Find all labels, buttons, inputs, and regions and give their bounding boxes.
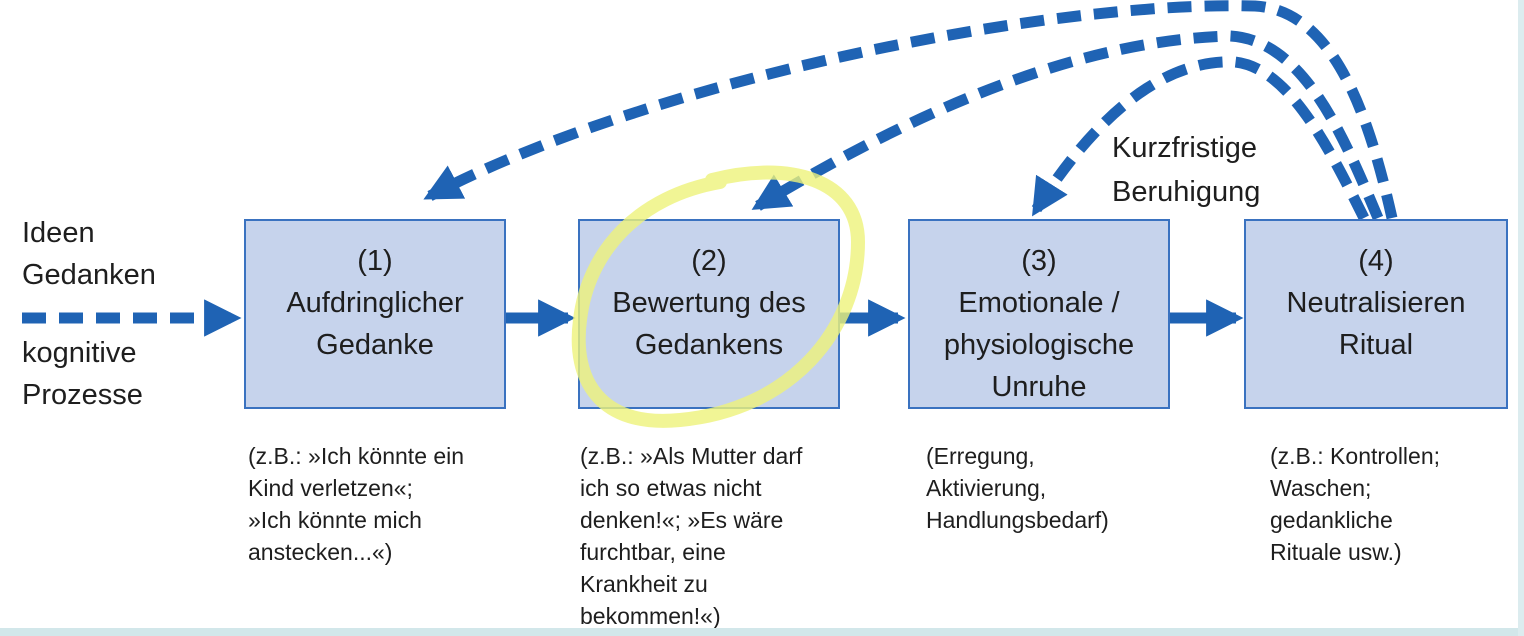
note-line: bekommen!«) bbox=[580, 603, 721, 629]
note-line: »Ich könnte mich bbox=[248, 507, 422, 533]
note-line: Handlungsbedarf) bbox=[926, 507, 1109, 533]
note-line: gedankliche bbox=[1270, 507, 1393, 533]
step-label-line: Gedankens bbox=[634, 329, 784, 361]
note-line: (Erregung, bbox=[926, 443, 1035, 469]
step-box-4: (4) Neutralisieren Ritual bbox=[1244, 219, 1508, 409]
input-label-bottom: kognitive Prozesse bbox=[22, 332, 143, 416]
note-line: Waschen; bbox=[1270, 475, 1372, 501]
feedback-label-line: Kurzfristige bbox=[1112, 132, 1258, 164]
note-line: ich so etwas nicht bbox=[580, 475, 762, 501]
step-box-2: (2) Bewertung des Gedankens bbox=[578, 219, 840, 409]
step-label-line: Unruhe bbox=[991, 371, 1087, 403]
feedback-arrow-to-box3 bbox=[1031, 56, 1369, 221]
feedback-arrow-to-box2 bbox=[751, 30, 1384, 221]
step-label-line: Gedanke bbox=[316, 329, 434, 361]
step-box-3: (3) Emotionale / physiologische Unruhe bbox=[908, 219, 1170, 409]
example-note-2: (z.B.: »Als Mutter darf ich so etwas nic… bbox=[580, 440, 802, 632]
step-number: (2) bbox=[691, 245, 727, 277]
step-label-line: Neutralisieren bbox=[1286, 287, 1466, 319]
feedback-label-line: Beruhigung bbox=[1112, 176, 1261, 208]
example-note-3: (Erregung, Aktivierung, Handlungsbedarf) bbox=[926, 440, 1109, 536]
input-label-line: kognitive bbox=[22, 337, 137, 369]
feedback-arrow-to-box1 bbox=[423, 0, 1398, 220]
step-number: (1) bbox=[357, 245, 393, 277]
bottom-border-strip bbox=[0, 628, 1524, 636]
step-label-line: Emotionale / bbox=[958, 287, 1120, 319]
step-label-line: Ritual bbox=[1338, 329, 1414, 361]
example-note-1: (z.B.: »Ich könnte ein Kind verletzen«; … bbox=[248, 440, 464, 568]
note-line: (z.B.: Kontrollen; bbox=[1270, 443, 1441, 469]
input-label-line: Ideen bbox=[22, 217, 95, 249]
step-number: (3) bbox=[1021, 245, 1057, 277]
note-line: Krankheit zu bbox=[580, 571, 708, 597]
note-line: Aktivierung, bbox=[926, 475, 1047, 501]
note-line: anstecken...«) bbox=[248, 539, 393, 565]
input-label-top: Ideen Gedanken bbox=[22, 212, 156, 296]
step-box-1: (1) Aufdringlicher Gedanke bbox=[244, 219, 506, 409]
note-line: (z.B.: »Ich könnte ein bbox=[248, 443, 465, 469]
example-note-4: (z.B.: Kontrollen; Waschen; gedankliche … bbox=[1270, 440, 1440, 568]
step-label-line: physiologische bbox=[943, 329, 1135, 361]
input-label-line: Prozesse bbox=[22, 379, 143, 411]
step-label-line: Aufdringlicher bbox=[286, 287, 464, 319]
note-line: Rituale usw.) bbox=[1270, 539, 1402, 565]
step-number: (4) bbox=[1358, 245, 1394, 277]
note-line: denken!«; »Es wäre bbox=[580, 507, 784, 533]
feedback-label: Kurzfristige Beruhigung bbox=[1112, 126, 1260, 214]
note-line: furchtbar, eine bbox=[580, 539, 726, 565]
note-line: (z.B.: »Als Mutter darf bbox=[580, 443, 803, 469]
step-label-line: Bewertung des bbox=[612, 287, 806, 319]
input-label-line: Gedanken bbox=[22, 259, 156, 291]
note-line: Kind verletzen«; bbox=[248, 475, 413, 501]
right-border-strip bbox=[1518, 0, 1524, 636]
